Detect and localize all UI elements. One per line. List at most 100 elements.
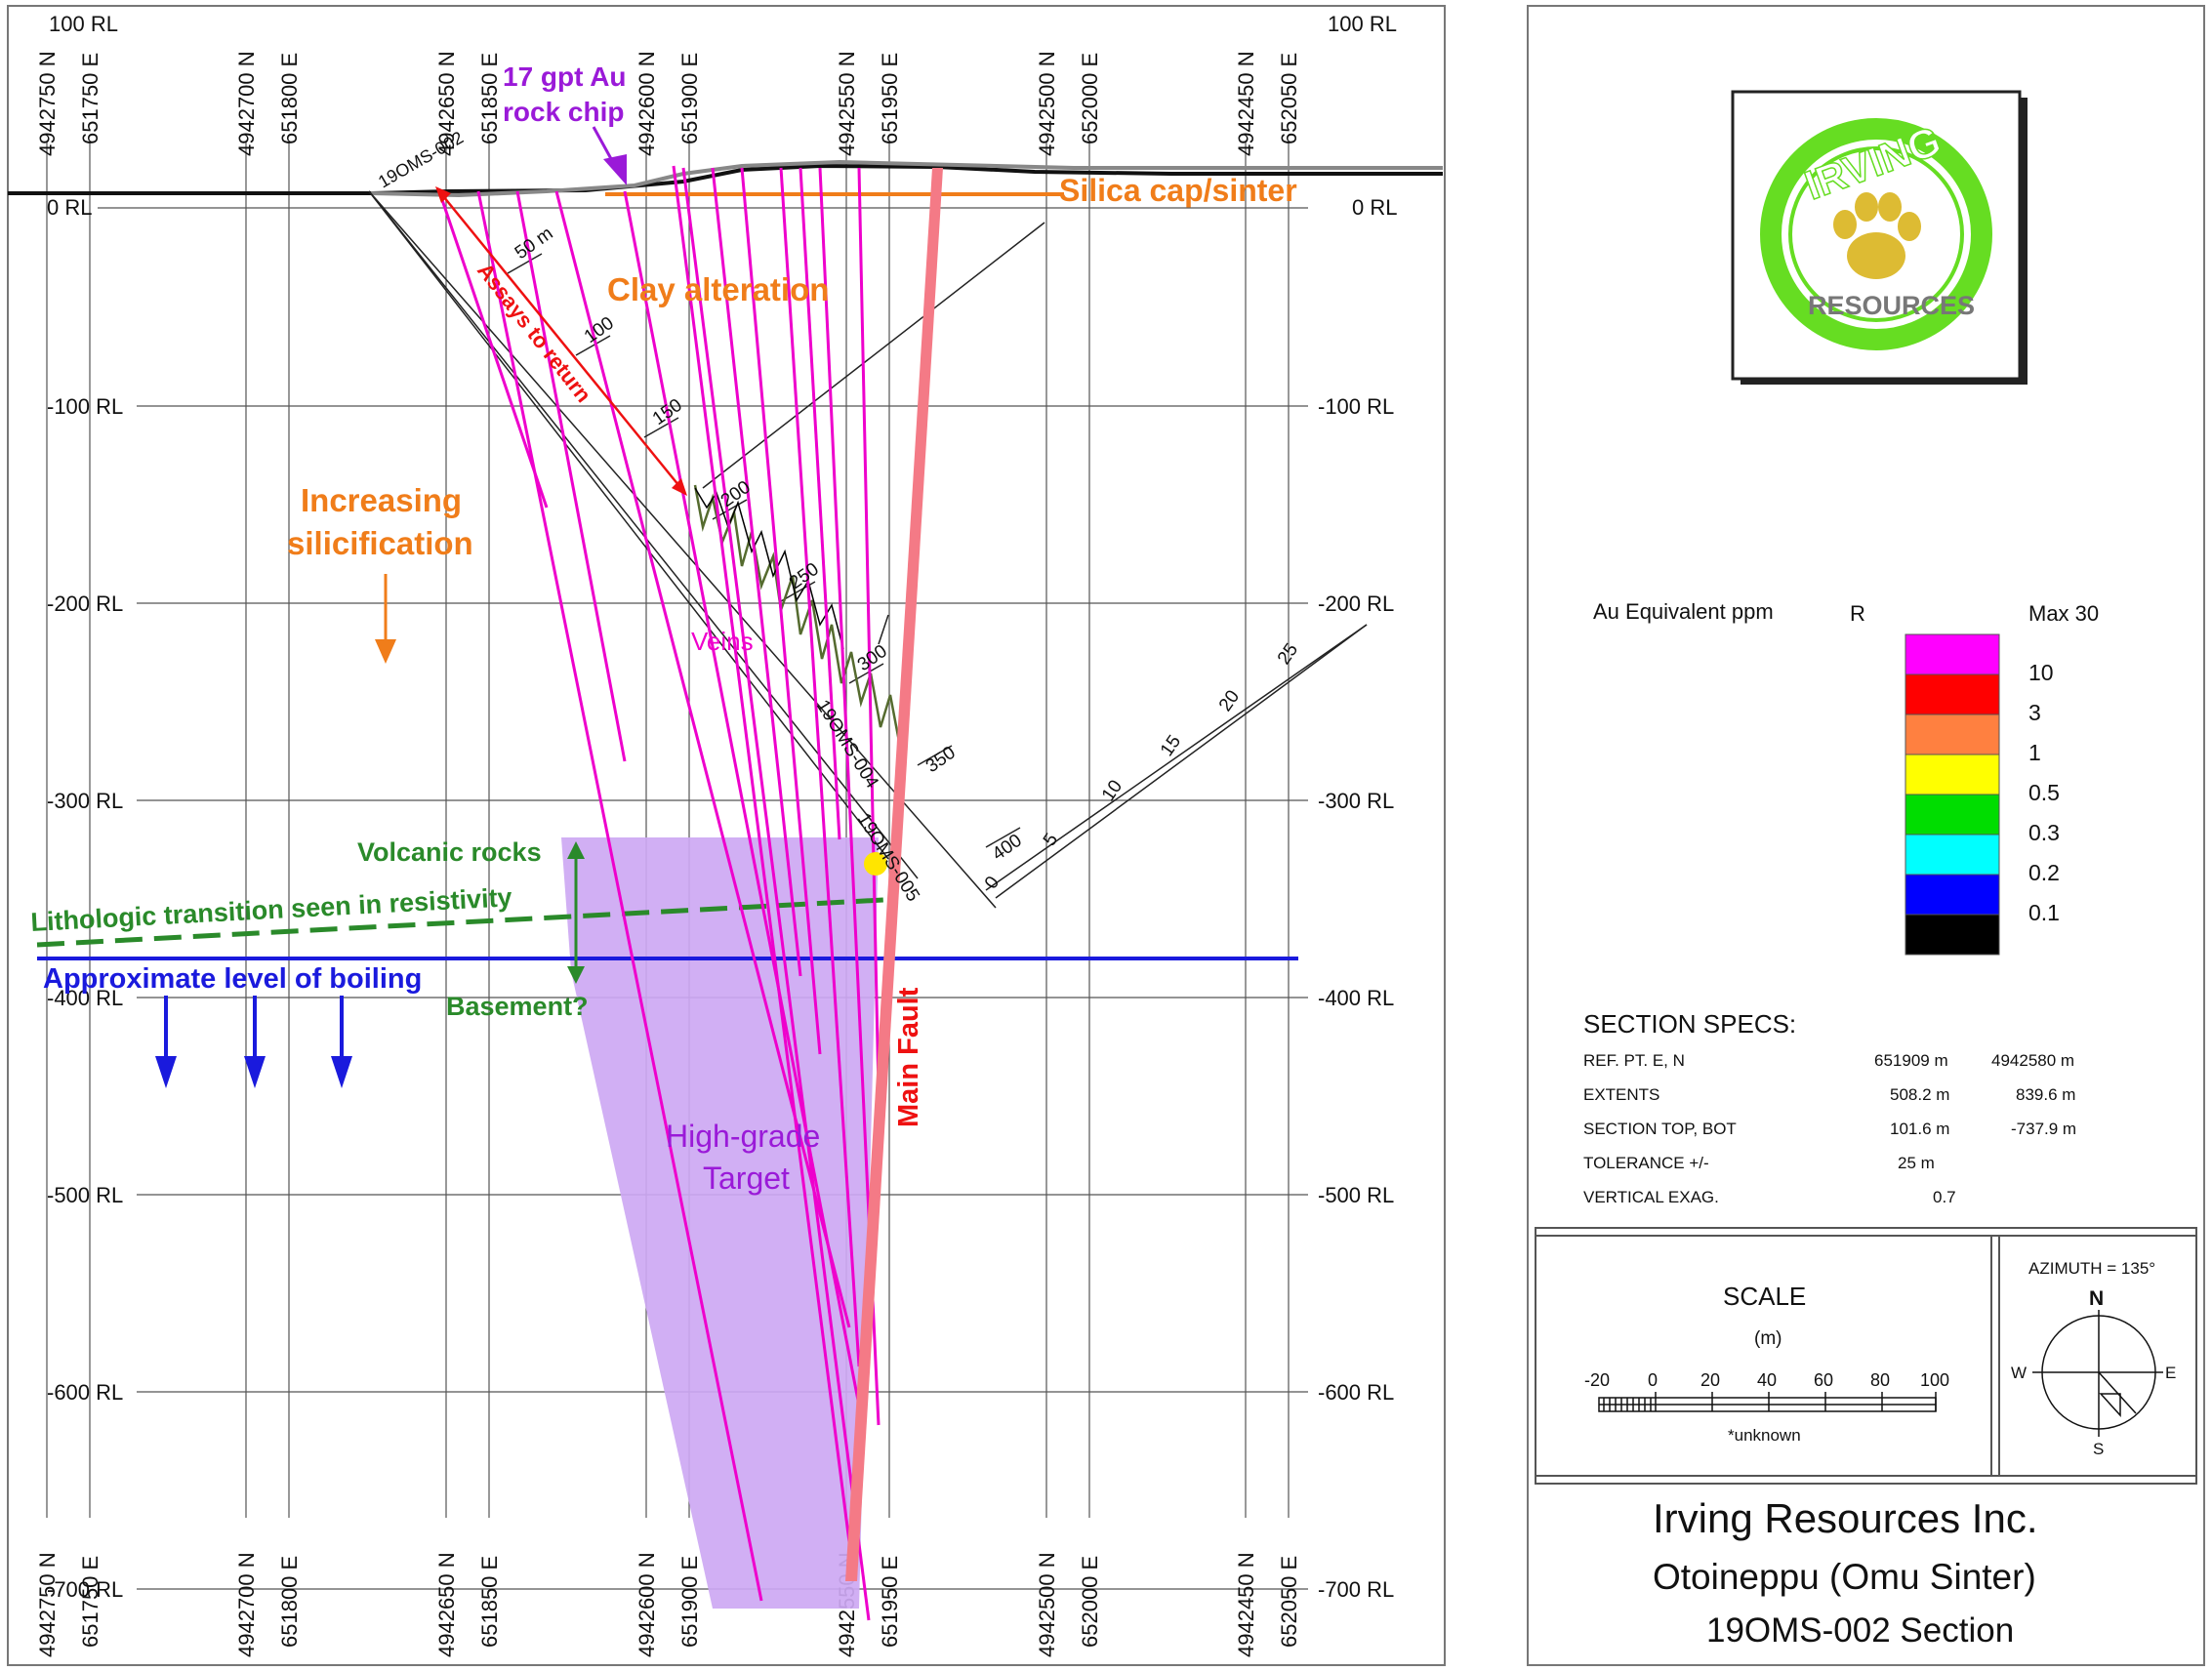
assay-scale-label: 25 — [1274, 640, 1302, 669]
spec-value-1: 0.7 — [1933, 1188, 1956, 1206]
rl-label-right: -400 RL — [1318, 986, 1394, 1010]
drill-traces — [437, 165, 881, 1621]
rl-label-right: -500 RL — [1318, 1183, 1394, 1207]
legend-swatch — [1905, 713, 2000, 755]
rl-label-right: -700 RL — [1318, 1577, 1394, 1602]
assays-arrow-head-bottom — [672, 478, 687, 496]
assay-histogram-black — [694, 487, 844, 650]
easting-label-top: 651900 E — [677, 53, 702, 144]
compass-w-label: W — [2011, 1364, 2027, 1382]
section-specs-rows: REF. PT. E, N 651909 m 4942580 m EXTENTS… — [1583, 1051, 2076, 1206]
northing-label-top: 4942550 N — [835, 51, 859, 156]
scale-bar-graphic — [1598, 1392, 1937, 1412]
silica-cap-label: Silica cap/sinter — [1059, 173, 1297, 208]
scale-note: *unknown — [1728, 1426, 1801, 1445]
easting-label-top: 652050 E — [1277, 53, 1301, 144]
logo-ring-inner — [1788, 146, 1964, 322]
main-fault-label: Main Fault — [893, 987, 924, 1127]
northing-label-top: 4942500 N — [1035, 51, 1059, 156]
legend-bin-label: 10 — [2028, 660, 2054, 685]
legend-bin-label: 3 — [2028, 700, 2041, 725]
rl-label-right: -200 RL — [1318, 591, 1394, 616]
scale-tick-label: 60 — [1814, 1370, 1833, 1390]
boiling-level-label: Approximate level of boiling — [43, 963, 422, 995]
depth-tick-label: 350 — [922, 743, 960, 777]
scale-tick-label: 20 — [1700, 1370, 1720, 1390]
silicification-arrow-head — [375, 639, 396, 664]
rl-label-right: -300 RL — [1318, 789, 1394, 813]
irving-logo: IRVING RESOURCES — [1731, 90, 2028, 385]
rock-chip-label: 17 gpt Au — [503, 61, 627, 92]
legend-swatch — [1905, 914, 2000, 956]
rl-label-right: -600 RL — [1318, 1380, 1394, 1405]
compass-s-label: S — [2093, 1440, 2104, 1458]
depth-tick-label: 100 — [581, 313, 618, 347]
northing-label-top: 4942700 N — [234, 51, 259, 156]
legend-swatch — [1905, 794, 2000, 836]
scale-title: SCALE — [1723, 1282, 1806, 1311]
high-grade-target-label: High-grade — [666, 1119, 820, 1154]
easting-label-top: 651750 E — [78, 53, 102, 144]
northing-label-top: 4942450 N — [1234, 51, 1258, 156]
spec-label: VERTICAL EXAG. — [1583, 1188, 1719, 1206]
section-specs-title: SECTION SPECS: — [1583, 1009, 1796, 1039]
spec-value-1: 508.2 m — [1890, 1085, 1949, 1104]
increasing-silicification-label: Increasing — [301, 482, 462, 518]
high-grade-target-zone — [561, 837, 879, 1609]
legend-r-label: R — [1850, 601, 1865, 626]
spec-value-2: 4942580 m — [1991, 1051, 2074, 1070]
scale-tick-labels: -20 0 20 40 60 80 100 — [1584, 1370, 1949, 1390]
assay-scale-label: 5 — [1040, 830, 1062, 850]
legend-bin-labels: 10 3 1 0.5 0.3 0.2 0.1 — [2028, 660, 2060, 925]
project-title: Otoineppu (Omu Sinter) — [1653, 1557, 2036, 1597]
compass-n-label: N — [2089, 1287, 2104, 1310]
compass-azimuth: AZIMUTH = 135° — [2028, 1259, 2155, 1278]
section-frame — [7, 5, 1446, 1666]
legend-swatch — [1905, 633, 2000, 675]
rl-labels-right: 100 RL 0 RL -100 RL -200 RL -300 RL -400… — [1318, 12, 1397, 1602]
volcanic-arrow-head-up — [567, 841, 585, 859]
assay-scale-label: 0 — [981, 873, 1004, 893]
easting-label-bottom: 651750 E — [78, 1556, 102, 1648]
main-fault — [845, 168, 943, 1581]
easting-label-bottom: 652050 E — [1277, 1556, 1301, 1648]
scale-tick-label: 100 — [1920, 1370, 1949, 1390]
assays-arrow-head-top — [435, 186, 451, 203]
easting-label-top: 651950 E — [878, 53, 902, 144]
easting-label-top: 651800 E — [277, 53, 302, 144]
spec-value-1: 101.6 m — [1890, 1120, 1949, 1138]
legend-swatch — [1905, 834, 2000, 876]
spec-label: TOLERANCE +/- — [1583, 1154, 1709, 1172]
paw-icon — [1833, 192, 1921, 279]
easting-label-bottom: 651950 E — [878, 1556, 902, 1648]
easting-label-top: 651850 E — [477, 53, 502, 144]
easting-label-bottom: 651850 E — [477, 1556, 502, 1648]
info-panel-frame — [1527, 5, 2205, 1666]
rl-label-left: -300 RL — [47, 789, 123, 813]
compass-rose-icon — [2032, 1310, 2163, 1437]
scale-tick-label: 80 — [1870, 1370, 1890, 1390]
spec-label: REF. PT. E, N — [1583, 1051, 1685, 1070]
spec-value-1: 651909 m — [1874, 1051, 1948, 1070]
legend-max-label: Max 30 — [2028, 601, 2099, 626]
increasing-silicification-label: silicification — [287, 525, 473, 561]
northing-label-top: 4942650 N — [434, 51, 459, 156]
depth-tick-label: 400 — [989, 831, 1026, 865]
northing-label-bottom: 4942450 N — [1234, 1552, 1258, 1657]
volcanic-rocks-label: Volcanic rocks — [357, 837, 542, 867]
spec-value-1: 25 m — [1898, 1154, 1935, 1172]
assay-scale-label: 20 — [1215, 687, 1244, 715]
easting-label-bottom: 652000 E — [1078, 1556, 1102, 1648]
rl-label-right: -100 RL — [1318, 394, 1394, 419]
scale-tick-label: -20 — [1584, 1370, 1610, 1390]
scale-tick-label: 0 — [1648, 1370, 1658, 1390]
assay-scale-labels: 0 5 10 15 20 25 — [981, 640, 1302, 893]
legend-bin-label: 0.1 — [2028, 900, 2060, 925]
northing-label-bottom: 4942500 N — [1035, 1552, 1059, 1657]
easting-label-bottom: 651900 E — [677, 1556, 702, 1648]
logo-text-bottom: RESOURCES — [1808, 291, 1975, 320]
legend-bin-label: 1 — [2028, 740, 2041, 765]
assay-scale-label: 15 — [1157, 732, 1185, 760]
depth-tick-label: 300 — [854, 641, 891, 675]
